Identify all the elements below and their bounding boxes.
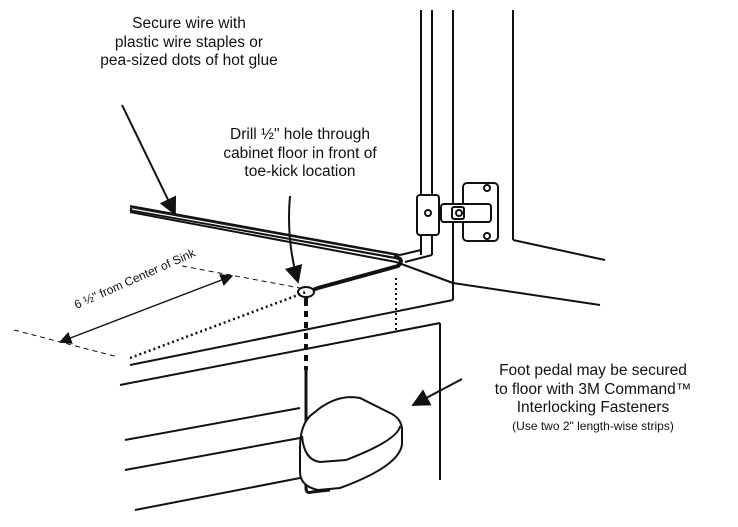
foot-pedal-detail: (Use two 2" length-wise strips): [512, 418, 674, 433]
hinge-icon: [416, 182, 499, 242]
foot-pedal-note: Foot pedal may be secured to floor with …: [462, 362, 724, 433]
secure-wire-line: pea-sized dots of hot glue: [100, 52, 278, 70]
drill-hole-line: Drill ½" hole through: [230, 126, 370, 143]
measure-ext-bottom: [13, 329, 119, 358]
foot-pedal-line: Interlocking Fasteners: [516, 399, 670, 417]
toe-kick-guide: [129, 290, 307, 360]
cabinet-floor: [119, 205, 454, 511]
foot-pedal-icon: [299, 396, 403, 492]
arrow-icon: [121, 104, 177, 216]
measure-ext-top: [181, 265, 301, 289]
secure-wire-note: Secure wire with plastic wire staples or…: [60, 15, 318, 71]
secure-wire-line: plastic wire staples or: [114, 33, 264, 51]
arrow-icon: [284, 195, 303, 284]
drill-hole: [297, 286, 315, 298]
foot-pedal-line: Foot pedal may be secured: [499, 362, 687, 379]
secure-wire-line: Secure wire with: [132, 15, 246, 32]
drill-hole-line: cabinet floor in front of: [223, 144, 377, 162]
drill-hole-note: Drill ½" hole through cabinet floor in f…: [186, 126, 414, 182]
drill-hole-line: toe-kick location: [244, 163, 356, 181]
wire-inner: [131, 208, 395, 257]
wire-to-pedal: [304, 370, 331, 494]
measure-arrow: [58, 274, 234, 344]
foot-pedal-line: to floor with 3M Command™: [494, 380, 692, 398]
arrow-icon: [411, 378, 463, 406]
cabinet-frame: [404, 10, 606, 306]
